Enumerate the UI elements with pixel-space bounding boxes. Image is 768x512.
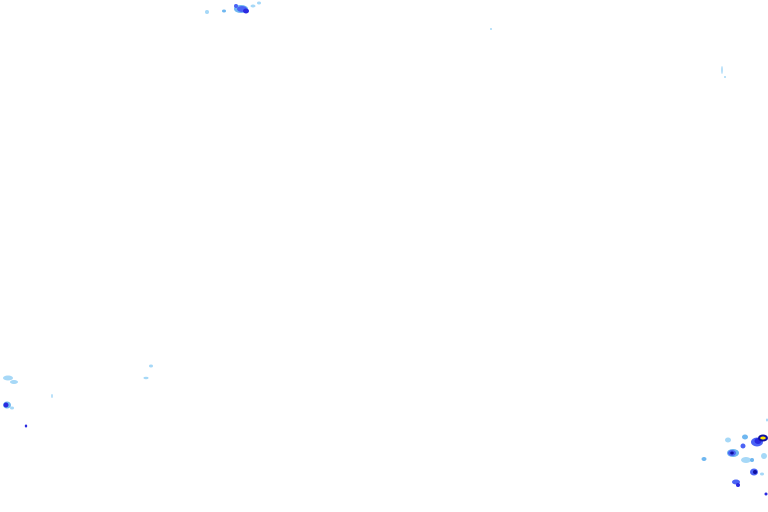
precip-cell <box>753 470 757 474</box>
precip-cell <box>724 76 726 78</box>
precip-cell <box>750 458 754 462</box>
precip-cell <box>701 457 707 461</box>
precip-cell <box>730 451 734 455</box>
precip-cell <box>740 443 746 449</box>
precip-cell <box>143 376 149 380</box>
precip-cluster-west <box>3 364 153 428</box>
precip-cell <box>10 380 18 384</box>
precip-cell <box>741 457 751 463</box>
precip-cell <box>3 402 9 408</box>
precip-cell <box>234 4 238 8</box>
precip-cell <box>257 1 261 5</box>
precip-cell <box>205 10 209 14</box>
precip-cluster-north <box>205 1 726 78</box>
precip-cluster-southeast <box>701 418 768 496</box>
precip-cell <box>760 472 764 476</box>
precip-cell <box>3 375 13 381</box>
precip-cell <box>736 483 740 487</box>
precip-cell <box>24 424 28 428</box>
precip-cell <box>222 9 226 13</box>
precip-cell <box>721 66 723 74</box>
precip-cell <box>149 364 153 368</box>
precip-cell <box>243 8 249 14</box>
precip-cell <box>725 437 731 443</box>
precip-cell <box>51 394 53 398</box>
precip-cell <box>764 492 768 496</box>
precip-cell <box>742 434 748 440</box>
precip-cell <box>10 406 14 410</box>
precip-cell <box>761 453 767 459</box>
precip-cell <box>490 28 492 30</box>
precip-cell <box>250 4 256 8</box>
precip-cell <box>760 436 766 440</box>
